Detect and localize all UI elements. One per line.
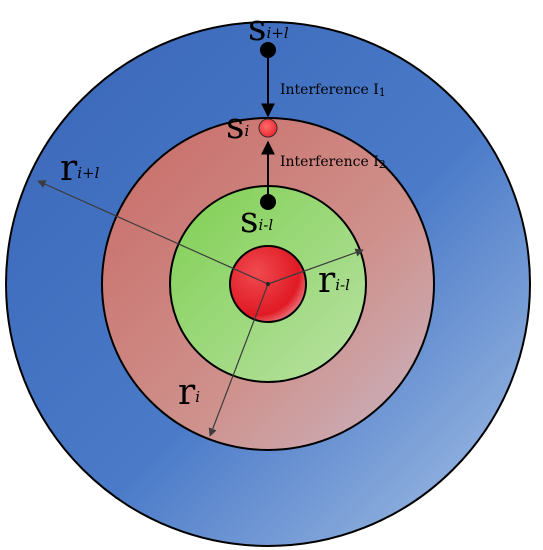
node-s-next: [260, 42, 276, 58]
center-point: [266, 282, 270, 286]
radius-line-inner: [267, 248, 364, 285]
label-s-prev: si-l: [240, 200, 273, 241]
node-s-current: [258, 118, 278, 138]
label-r-prev: ri-l: [318, 260, 350, 301]
label-r-next: ri+l: [60, 148, 100, 189]
radius-line-outer: [37, 180, 269, 285]
label-interference-2: Interference I2: [280, 154, 386, 171]
node-s-prev: [260, 194, 276, 210]
radius-line-middle: [208, 283, 269, 437]
label-s-current: si: [226, 106, 249, 147]
label-interference-1: Interference I1: [280, 82, 386, 99]
label-r-current: ri: [178, 372, 200, 413]
label-s-next: si+l: [248, 8, 289, 49]
